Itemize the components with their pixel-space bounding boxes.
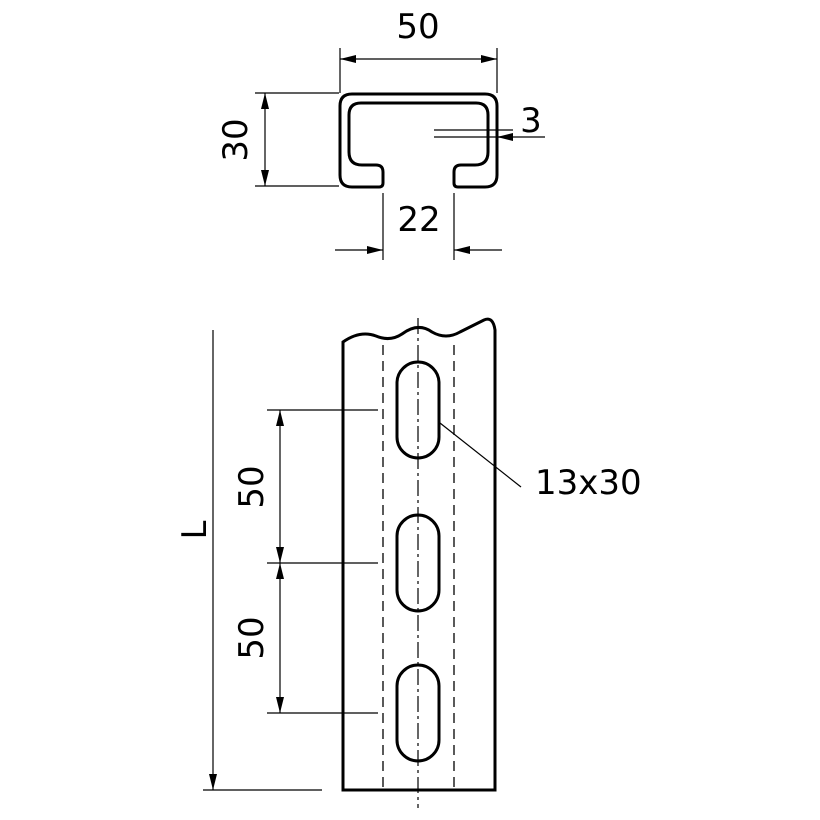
rail-outline	[341, 317, 497, 792]
rail-length-label: L	[175, 520, 215, 539]
slot-pitch-label-bottom: 50	[232, 616, 272, 659]
profile-width-dimension: 50	[339, 7, 498, 93]
profile-cross-section	[338, 92, 513, 189]
rail-length-dimension: L	[175, 330, 322, 791]
profile-opening-label: 22	[397, 200, 440, 240]
profile-opening-dimension: 22	[335, 193, 502, 260]
rail-slot-2	[395, 513, 441, 613]
profile-inner-outline	[347, 101, 490, 173]
profile-height-label: 30	[216, 118, 256, 161]
rail-front-view	[341, 317, 497, 808]
profile-width-label: 50	[396, 7, 439, 47]
profile-height-dimension: 30	[216, 92, 339, 187]
profile-thickness-dimension: 3	[497, 101, 545, 141]
slot-size-callout: 13x30	[439, 422, 642, 503]
profile-thickness-label: 3	[520, 101, 542, 141]
rail-slot-3	[395, 663, 441, 763]
profile-outer-outline	[338, 92, 499, 189]
rail-slot-1	[395, 360, 441, 460]
slot-pitch-dimension: 50 50	[232, 409, 378, 714]
slot-pitch-label-top: 50	[232, 465, 272, 508]
slot-size-label: 13x30	[535, 463, 642, 503]
